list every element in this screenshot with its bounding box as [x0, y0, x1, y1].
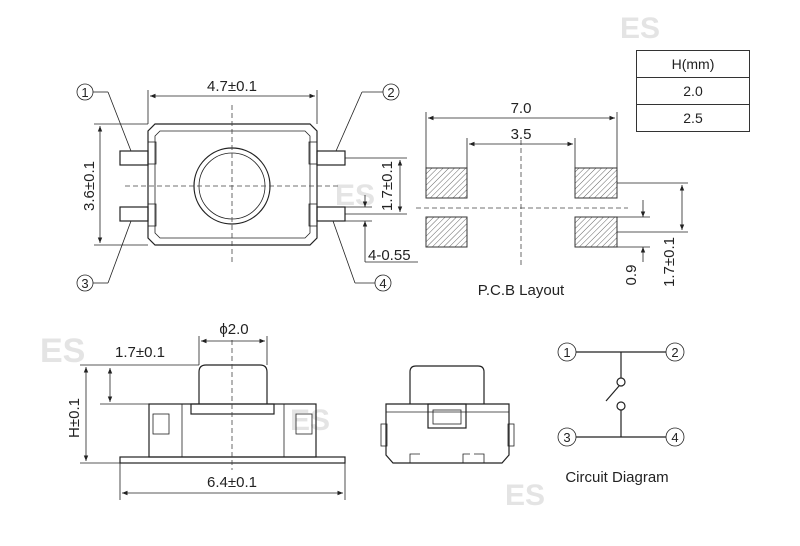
- pcb-pitch-label: 1.7±0.1: [661, 237, 678, 287]
- pcb-pad: [574, 167, 618, 199]
- front-side-tab: [507, 423, 515, 447]
- pin-number: 3: [81, 276, 88, 291]
- height-table-header: H(mm): [636, 50, 750, 78]
- front-stem-inner: [432, 409, 462, 425]
- side-slot: [295, 413, 313, 435]
- top-pad-label: 4-0.55: [368, 247, 411, 264]
- pcb-pad: [425, 167, 468, 199]
- top-terminal: [316, 150, 346, 166]
- top-pitch-label: 1.7±0.1: [379, 161, 396, 211]
- front-actuator: [409, 365, 485, 404]
- front-view: [380, 365, 515, 464]
- side-offset-label: 1.7±0.1: [115, 344, 165, 361]
- pin-number: 2: [387, 85, 394, 100]
- top-body-inner: [154, 130, 311, 239]
- circuit-switch-lever: [605, 385, 620, 402]
- circuit-contact: [616, 401, 626, 411]
- circuit-pin-3: 3: [557, 427, 577, 447]
- pin-number: 2: [671, 345, 678, 360]
- pcb-outer-label: 7.0: [511, 100, 532, 117]
- front-side-tab: [380, 423, 388, 447]
- side-base: [119, 456, 346, 464]
- side-actuator: [198, 364, 268, 404]
- top-height-label: 3.6±0.1: [81, 161, 98, 211]
- pin-number: 1: [563, 345, 570, 360]
- circuit-pin-4: 4: [665, 427, 685, 447]
- height-table: H(mm) 2.0 2.5: [636, 50, 750, 132]
- front-foot: [409, 453, 420, 463]
- top-view: 4.7±0.1 3.6±0.1 1.7±0.1 4-0.55 1 2: [76, 78, 418, 292]
- pin-callout-3: 3: [76, 220, 132, 292]
- pcb-layout: 7.0 3.5 1.7±0.1 0.9 P.C.B Layout: [416, 100, 688, 299]
- top-width-label: 4.7±0.1: [207, 78, 257, 95]
- pin-callout-2: 2: [335, 83, 400, 152]
- side-height-label: H±0.1: [66, 398, 83, 438]
- pcb-caption: P.C.B Layout: [478, 282, 565, 299]
- side-collar: [190, 403, 275, 415]
- top-terminal: [119, 206, 149, 222]
- watermark-text: ES: [620, 12, 660, 45]
- pin-number: 4: [379, 276, 386, 291]
- circuit-pin-1: 1: [557, 342, 577, 362]
- pin-number: 1: [81, 85, 88, 100]
- height-table-row: 2.0: [636, 77, 750, 105]
- pcb-pad: [425, 216, 468, 248]
- pin-number: 3: [563, 430, 570, 445]
- circuit-diagram: 1 2 3 4 Circuit Diagram: [557, 342, 685, 486]
- height-table-row: 2.5: [636, 104, 750, 132]
- front-stem: [427, 403, 467, 429]
- front-foot: [462, 453, 470, 463]
- watermark-text: ES: [40, 332, 85, 370]
- pin-callout-1: 1: [76, 83, 132, 152]
- pin-number: 4: [671, 430, 678, 445]
- pin-callout-4: 4: [332, 220, 392, 292]
- circuit-contact: [616, 377, 626, 387]
- top-body-outline: [147, 123, 318, 246]
- circuit-pin-2: 2: [665, 342, 685, 362]
- circuit-caption: Circuit Diagram: [565, 469, 668, 486]
- side-phi-label: ϕ2.0: [219, 321, 248, 338]
- front-body: [385, 403, 510, 464]
- pcb-pad-label: 0.9: [623, 265, 640, 286]
- watermark-text: ES: [505, 479, 545, 512]
- front-foot: [474, 453, 485, 463]
- pcb-inner-label: 3.5: [511, 126, 532, 143]
- top-terminal: [119, 150, 149, 166]
- side-slot: [152, 413, 170, 435]
- side-view: ϕ2.0 1.7±0.1 H±0.1 6.4±0.1: [66, 321, 346, 500]
- side-width-label: 6.4±0.1: [207, 474, 257, 491]
- pcb-pad: [574, 216, 618, 248]
- watermark-text: ES: [290, 404, 330, 437]
